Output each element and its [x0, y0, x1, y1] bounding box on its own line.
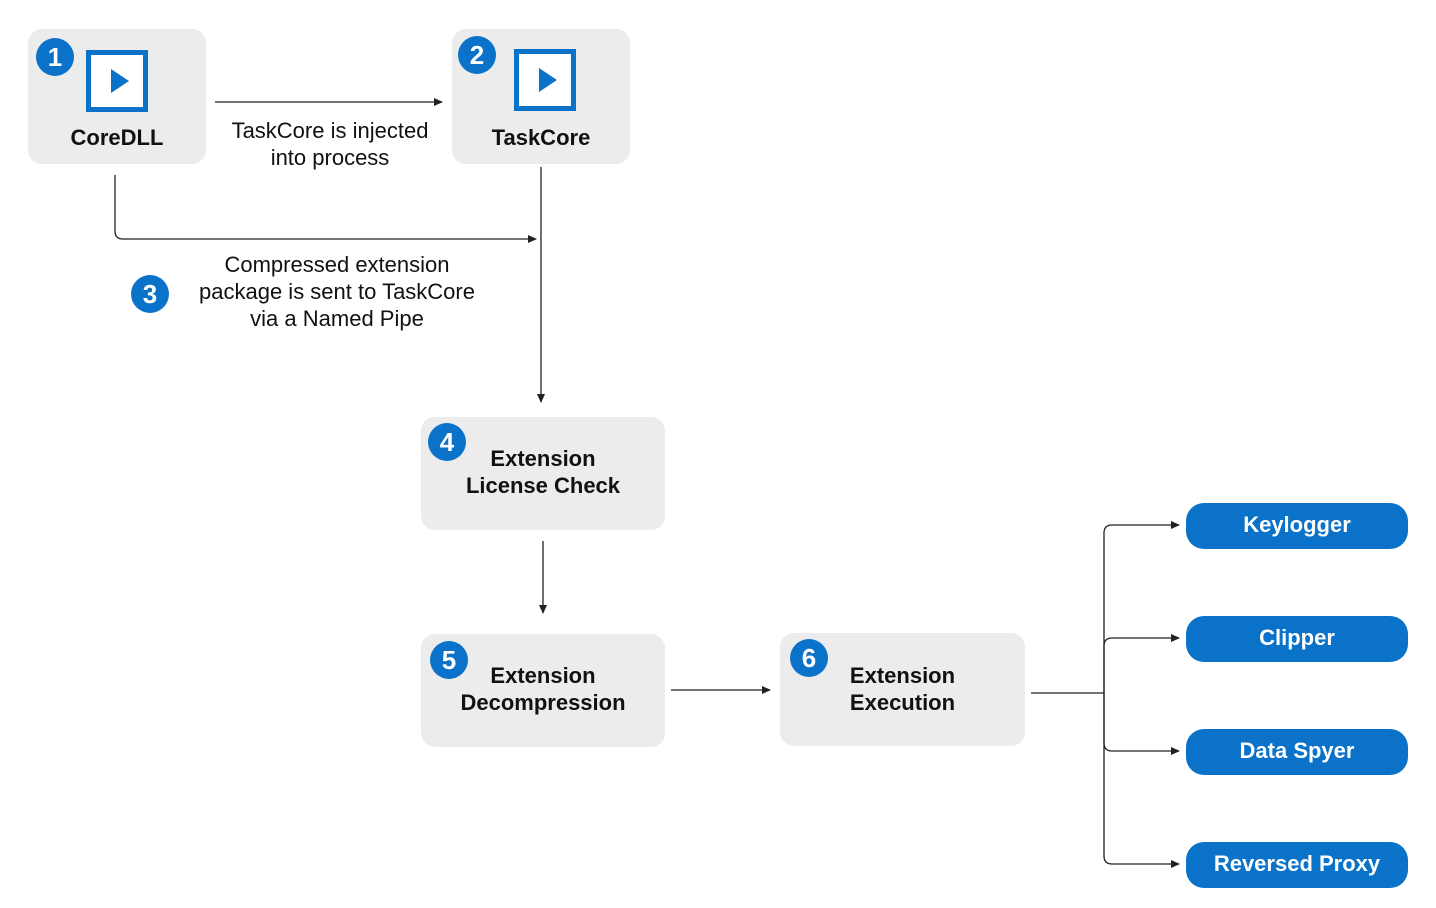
arrow-to-reversed-proxy: [1103, 693, 1180, 868]
inject-label: TaskCore is injected into process: [205, 117, 455, 171]
named-pipe-label-line1: Compressed extension: [224, 252, 450, 277]
decompression-title-line2: Decompression: [460, 690, 626, 715]
coredll-title: CoreDLL: [70, 125, 164, 150]
window-play-icon: [86, 50, 148, 112]
license-check-title-line1: Extension: [490, 446, 596, 471]
inject-label-line2: into process: [270, 145, 390, 170]
step-badge-1: 1: [36, 38, 74, 76]
execution-title-line1: Extension: [849, 663, 956, 688]
module-keylogger: Keylogger: [1186, 503, 1408, 549]
named-pipe-label: Compressed extension package is sent to …: [172, 251, 502, 332]
step-badge-4: 4: [428, 423, 466, 461]
license-check-title-line2: License Check: [465, 473, 621, 498]
arrow-named-pipe: [114, 175, 537, 243]
decompression-node: Extension Decompression: [421, 634, 665, 747]
inject-label-line1: TaskCore is injected: [231, 118, 429, 143]
arrow-to-data-spyer: [1103, 693, 1180, 755]
module-data-spyer: Data Spyer: [1186, 729, 1408, 775]
taskcore-title: TaskCore: [491, 125, 591, 150]
step-badge-3: 3: [131, 275, 169, 313]
named-pipe-label-line3: via a Named Pipe: [250, 306, 424, 331]
module-clipper: Clipper: [1186, 616, 1408, 662]
decompression-title-line1: Extension: [490, 663, 596, 688]
window-play-icon: [514, 49, 576, 111]
execution-title-line2: Execution: [849, 690, 956, 715]
step-badge-2: 2: [458, 36, 496, 74]
named-pipe-label-line2: package is sent to TaskCore: [199, 279, 475, 304]
module-reversed-proxy: Reversed Proxy: [1186, 842, 1408, 888]
step-badge-5: 5: [430, 641, 468, 679]
arrow-to-keylogger: [1103, 521, 1180, 693]
step-badge-6: 6: [790, 639, 828, 677]
arrow-to-clipper: [1103, 634, 1180, 693]
